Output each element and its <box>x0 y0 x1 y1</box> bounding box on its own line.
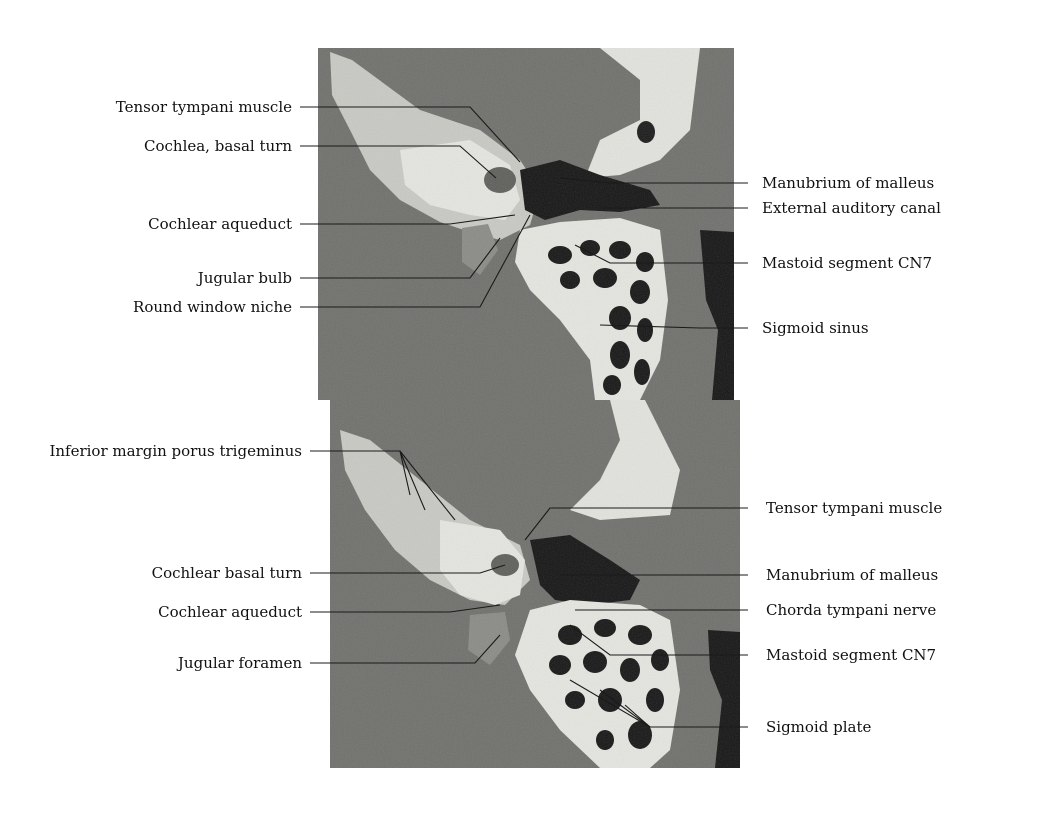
labels-top: Tensor tympani muscle Cochlea, basal tur… <box>116 98 941 337</box>
leader-sigmoid-plate-c <box>624 704 651 728</box>
leader-porus-b <box>399 450 426 511</box>
label-mastoid-cn7-top: Mastoid segment CN7 <box>762 254 932 272</box>
leader-cochlear-aqueduct-top <box>300 214 516 225</box>
label-manubrium-top: Manubrium of malleus <box>762 174 934 192</box>
ct-image-bottom <box>330 400 740 768</box>
leader-manubrium-top <box>559 177 748 184</box>
label-cochlear-aqueduct-bottom: Cochlear aqueduct <box>158 603 302 621</box>
leader-round-window-top <box>300 214 531 308</box>
leader-tensor-tympani-top <box>300 106 521 163</box>
label-ext-auditory-canal-top: External auditory canal <box>762 199 941 217</box>
leader-sigmoid-plate-b <box>599 689 651 728</box>
leader-cochlear-basal-turn-bottom <box>310 564 506 574</box>
label-tensor-tympani-bottom: Tensor tympani muscle <box>766 499 942 517</box>
leader-jugular-bulb-top <box>300 237 501 279</box>
label-sigmoid-sinus-top: Sigmoid sinus <box>762 319 869 337</box>
leader-jugular-foramen-bottom <box>310 634 501 664</box>
label-chorda-tympani-bottom: Chorda tympani nerve <box>766 601 936 619</box>
label-tensor-tympani-top: Tensor tympani muscle <box>116 98 292 116</box>
labels-bottom: Inferior margin porus trigeminus Cochlea… <box>49 442 942 736</box>
leader-mastoid-cn7-bottom <box>569 624 748 656</box>
label-jugular-bulb-top: Jugular bulb <box>196 269 292 287</box>
leader-sigmoid-sinus-top <box>599 324 748 329</box>
leader-lines-bottom <box>310 450 748 728</box>
label-cochlea-basal-turn-top: Cochlea, basal turn <box>144 137 292 155</box>
label-porus-trigeminus-bottom: Inferior margin porus trigeminus <box>49 442 302 460</box>
leader-porus-c <box>399 450 456 521</box>
label-sigmoid-plate-bottom: Sigmoid plate <box>766 718 871 736</box>
label-manubrium-bottom: Manubrium of malleus <box>766 566 938 584</box>
label-mastoid-cn7-bottom: Mastoid segment CN7 <box>766 646 936 664</box>
label-cochlear-basal-turn-bottom: Cochlear basal turn <box>152 564 303 582</box>
leader-cochlea-basal-turn-top <box>300 145 497 179</box>
leader-lines-top <box>300 106 748 329</box>
label-cochlear-aqueduct-top: Cochlear aqueduct <box>148 215 292 233</box>
leader-tensor-tympani-bottom <box>524 507 748 541</box>
ct-bottom-noise <box>330 400 740 768</box>
label-round-window-top: Round window niche <box>133 298 292 316</box>
leader-cochlear-aqueduct-bottom <box>310 604 501 613</box>
label-jugular-foramen-bottom: Jugular foramen <box>176 654 302 672</box>
leader-mastoid-cn7-top <box>574 244 748 264</box>
